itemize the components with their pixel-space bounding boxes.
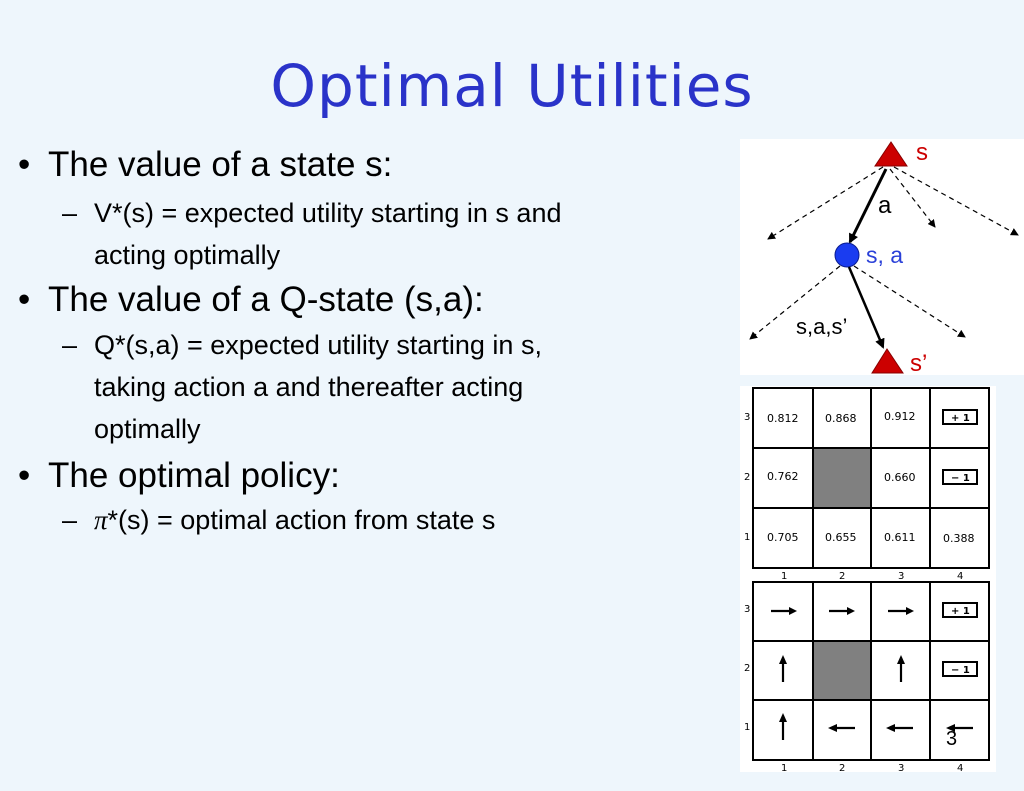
action-label: a (878, 192, 892, 219)
sub-bullet-vstar-line1: – V*(s) = expected utility starting in s… (62, 195, 561, 231)
left-arrow-icon (886, 724, 913, 732)
terminal-label: + 1 (951, 413, 970, 424)
col-label: 2 (839, 763, 845, 772)
up-arrow-icon (779, 655, 787, 682)
bullet-dot-icon: • (18, 280, 31, 319)
dash-icon: – (62, 505, 78, 535)
next-state-triangle-icon (871, 348, 904, 374)
action-arrow (848, 168, 888, 244)
next-state-label: s’ (910, 350, 927, 375)
utility-value: 0.868 (825, 412, 857, 425)
minus-one-terminal-box (942, 469, 978, 485)
right-arrow-icon (888, 607, 914, 615)
transition-arrow (847, 266, 885, 349)
bullet-text: The value of a Q-state (s,a): (48, 280, 484, 319)
bullet-text: The value of a state s: (48, 145, 393, 184)
row-label: 3 (744, 604, 750, 615)
state-label: s (916, 139, 928, 166)
gridworld-panel: 0.812 0.868 0.912 + 1 0.762 0.660 − 1 0.… (740, 386, 996, 774)
transition-label: s,a,s’ (796, 314, 847, 339)
col-label: 3 (898, 571, 904, 582)
bullet-text: The optimal policy: (48, 456, 340, 495)
bullet-qstate-value: • The value of a Q-state (s,a): (18, 280, 484, 320)
col-label: 4 (957, 763, 963, 772)
plus-one-terminal-box (942, 602, 978, 618)
slide-title: Optimal Utilities (270, 52, 754, 120)
left-arrow-icon (828, 724, 855, 732)
bullet-optimal-policy: • The optimal policy: (18, 456, 340, 496)
col-label: 1 (781, 571, 787, 582)
left-arrow-icon (946, 724, 973, 732)
up-arrow-icon (779, 713, 787, 740)
wall-cell (813, 448, 871, 508)
dash-icon: – (62, 330, 78, 360)
row-label: 2 (744, 663, 750, 674)
right-arrow-icon (829, 607, 855, 615)
utility-value: 0.660 (884, 471, 916, 484)
dashed-branches-root (767, 166, 1019, 240)
sub-bullet-qstar-line2: taking action a and thereafter acting (94, 372, 524, 402)
pi-symbol: π (94, 505, 108, 535)
utility-value: 0.655 (825, 531, 857, 544)
row-label: 3 (744, 412, 750, 423)
row-label: 1 (744, 532, 750, 543)
bullet-dot-icon: • (18, 456, 31, 495)
utility-value: 0.762 (767, 470, 799, 483)
terminal-label: − 1 (951, 473, 970, 484)
utility-value: 0.705 (767, 531, 799, 544)
sub-bullet-vstar-line2: acting optimally (94, 240, 281, 270)
sub-bullet-qstar-line1: – Q*(s,a) = expected utility starting in… (62, 327, 542, 363)
bullet-state-value: • The value of a state s: (18, 145, 393, 185)
sub-bullet-qstar-line3: optimally (94, 414, 201, 444)
dash-icon: – (62, 198, 78, 228)
row-label: 1 (744, 722, 750, 733)
terminal-label: − 1 (951, 665, 970, 676)
col-label: 3 (898, 763, 904, 772)
terminal-label: + 1 (951, 606, 970, 617)
utility-grid: 0.812 0.868 0.912 + 1 0.762 0.660 − 1 0.… (752, 387, 990, 569)
utility-value: 0.912 (884, 410, 916, 423)
policy-grid: + 1 − 1 (752, 581, 990, 761)
qstate-label: s, a (866, 242, 903, 268)
expectimax-tree-diagram: s a s, a s,a,s’ s’ (740, 139, 1024, 377)
page-number: 3 (946, 728, 958, 750)
row-label: 2 (744, 472, 750, 483)
utility-value: 0.388 (943, 532, 975, 545)
dashed-branches-qstate (749, 265, 966, 340)
plus-one-terminal-box (942, 409, 978, 425)
wall-cell (813, 641, 871, 700)
minus-one-terminal-box (942, 661, 978, 677)
right-arrow-icon (771, 607, 797, 615)
qstate-circle-icon (834, 242, 860, 268)
up-arrow-icon (897, 655, 905, 682)
bullet-dot-icon: • (18, 145, 31, 184)
sub-bullet-pistar: – π*(s) = optimal action from state s (62, 502, 495, 538)
state-triangle-icon (874, 141, 908, 167)
utility-value: 0.812 (767, 412, 799, 425)
col-label: 2 (839, 571, 845, 582)
col-label: 4 (957, 571, 963, 582)
utility-value: 0.611 (884, 531, 916, 544)
col-label: 1 (781, 763, 787, 772)
